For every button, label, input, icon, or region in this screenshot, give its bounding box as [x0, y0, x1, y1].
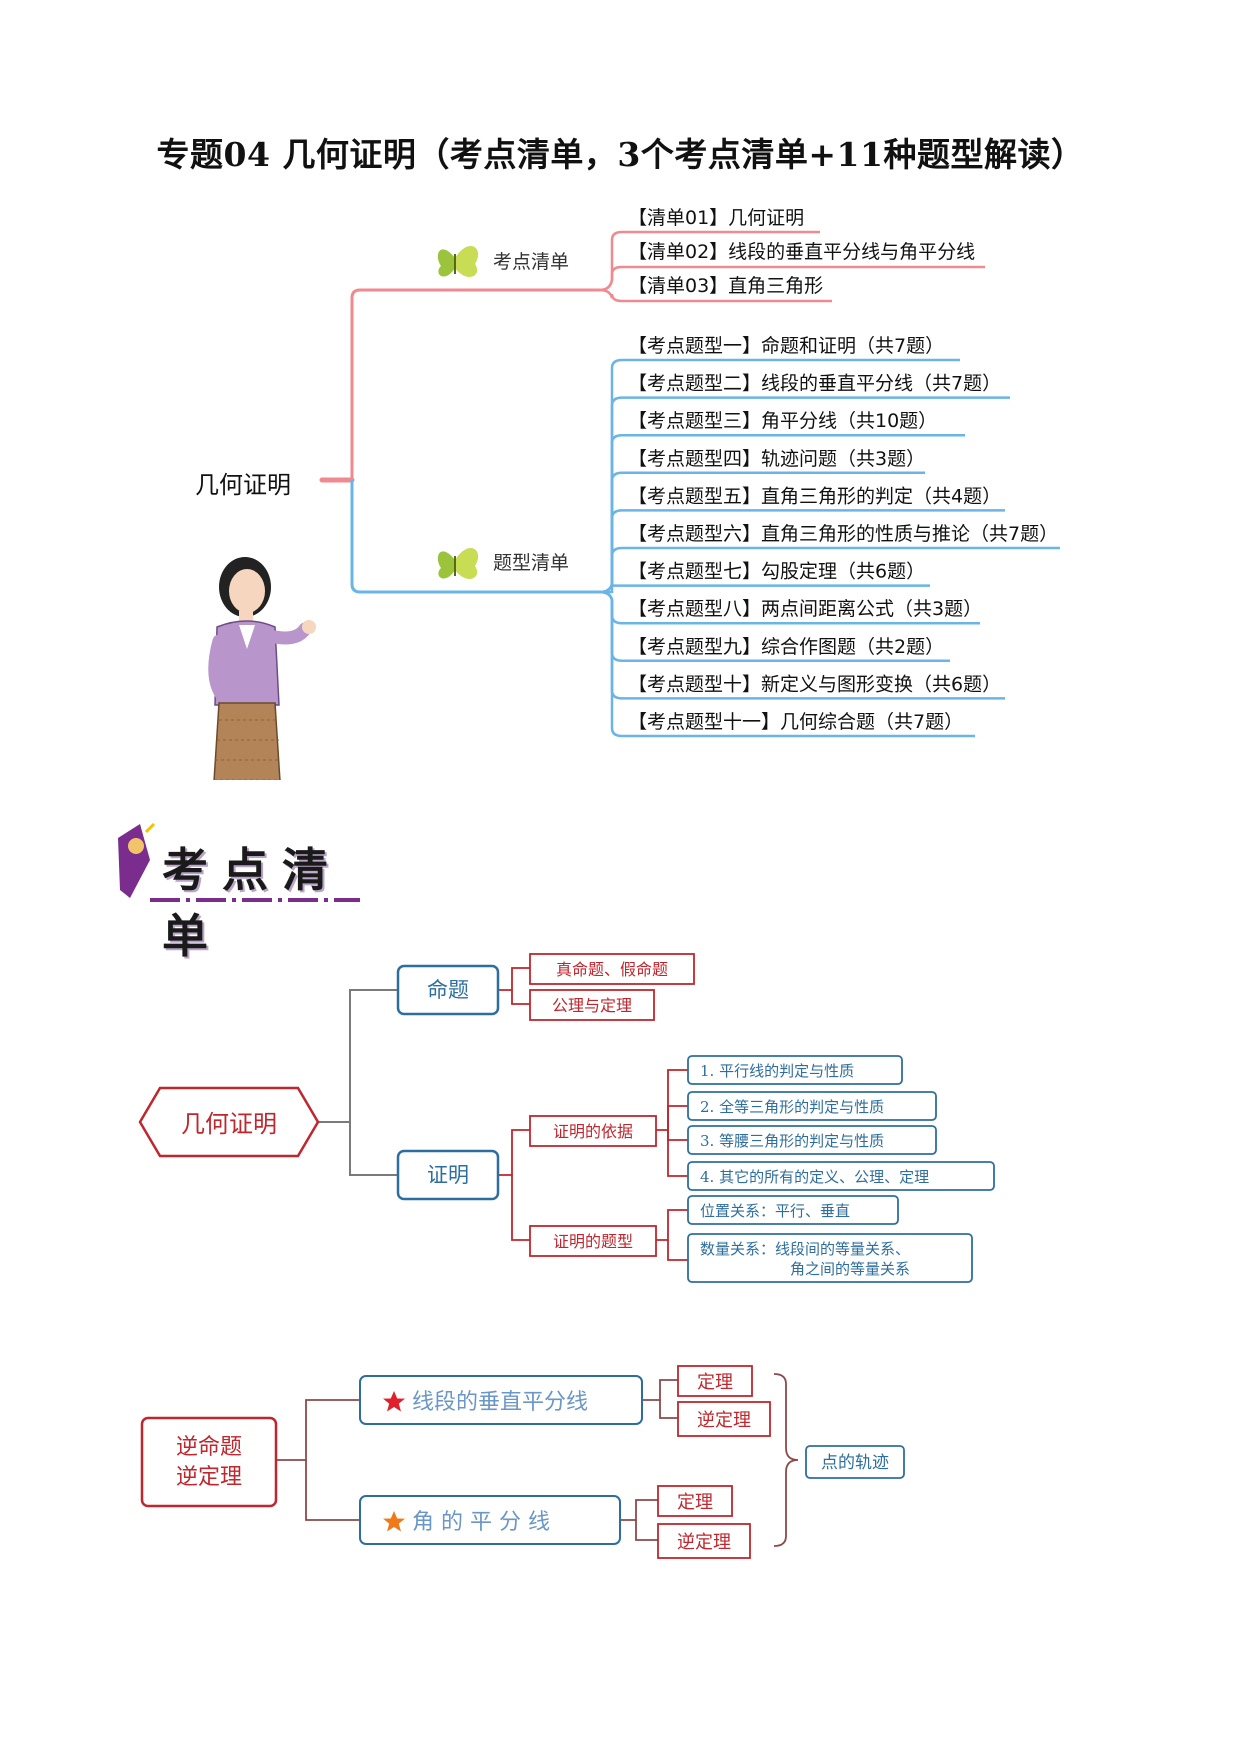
- star-icon: [383, 1391, 405, 1412]
- mindmap3-root-line2: 逆定理: [176, 1465, 242, 1490]
- leaf-node: 4. 其它的所有的定义、公理、定理: [700, 1168, 929, 1186]
- question-type-item: 【考点题型十一】几何综合题（共7题）: [628, 711, 963, 733]
- question-type-item: 【考点题型八】两点间距离公式（共3题）: [628, 598, 982, 620]
- list-item: 【清单02】线段的垂直平分线与角平分线: [628, 241, 975, 263]
- mindmap2-root: 几何证明: [181, 1110, 277, 1138]
- mindmap1-root: 几何证明: [195, 471, 291, 499]
- theorem-node: 定理: [677, 1492, 713, 1513]
- branch-angle-bisector: 角 的 平 分 线: [412, 1510, 550, 1535]
- node-mingti: 命题: [427, 978, 469, 1002]
- branch-perpendicular-bisector: 线段的垂直平分线: [412, 1390, 588, 1415]
- question-type-item: 【考点题型四】轨迹问题（共3题）: [628, 448, 925, 470]
- node-tixing: 证明的题型: [553, 1232, 633, 1251]
- leaf-node: 角之间的等量关系: [790, 1260, 910, 1278]
- leaf-node: 1. 平行线的判定与性质: [700, 1062, 854, 1080]
- branch-line: [600, 584, 930, 594]
- leaf-node: 位置关系：平行、垂直: [700, 1202, 850, 1220]
- question-type-item: 【考点题型七】勾股定理（共6题）: [628, 561, 925, 583]
- node-yiju: 证明的依据: [553, 1122, 633, 1141]
- branch-line: [599, 590, 975, 738]
- locus-node: 点的轨迹: [821, 1453, 889, 1473]
- converse-theorem-node: 逆定理: [697, 1410, 751, 1431]
- converse-mindmap: 逆命题 逆定理 线段的垂直平分线 定理 逆定理 角 的 平 分 线 定理 逆定理…: [140, 1365, 905, 1559]
- question-type-item: 【考点题型二】线段的垂直平分线（共7题）: [628, 373, 1001, 395]
- leaf-node: 数量关系：线段间的等量关系、: [700, 1240, 910, 1258]
- mindmap3-root-line1: 逆命题: [176, 1435, 242, 1460]
- star-icon: [383, 1511, 405, 1532]
- list-item: 【清单01】几何证明: [628, 207, 804, 229]
- converse-theorem-node: 逆定理: [677, 1532, 731, 1553]
- butterfly-icon: [437, 245, 479, 277]
- branch-question-types: 题型清单: [493, 552, 569, 574]
- leaf-node: 2. 全等三角形的判定与性质: [700, 1098, 884, 1116]
- branch-line: [599, 358, 960, 594]
- question-type-item: 【考点题型五】直角三角形的判定（共4题）: [628, 485, 1001, 507]
- branch-exam-points: 考点清单: [493, 251, 569, 273]
- leaf-node: 真命题、假命题: [556, 960, 668, 979]
- section-heading-text: 考点清单: [162, 843, 342, 963]
- node-zhengming: 证明: [427, 1163, 469, 1187]
- leaf-node: 3. 等腰三角形的判定与性质: [700, 1132, 884, 1150]
- wizard-icon: [118, 822, 360, 902]
- list-item: 【清单03】直角三角形: [628, 275, 823, 297]
- theorem-node: 定理: [697, 1372, 733, 1393]
- proof-mindmap: 几何证明 命题 真命题、假命题 公理与定理 证明 证明的依据 证明的题型 1. …: [138, 953, 995, 1283]
- teacher-illustration: [208, 557, 316, 780]
- document-title: 专题04 几何证明（考点清单，3个考点清单+11种题型解读）: [156, 135, 1085, 174]
- section-heading: 考点清单: [110, 820, 370, 963]
- overview-mindmap: 几何证明 考点清单 题型清单 【清单01】几何证明 【清单02】线段的垂直平分线…: [195, 207, 1060, 780]
- butterfly-icon: [437, 547, 479, 579]
- question-type-item: 【考点题型三】角平分线（共10题）: [628, 410, 937, 432]
- question-type-item: 【考点题型六】直角三角形的性质与推论（共7题）: [628, 523, 1058, 545]
- question-type-item: 【考点题型十】新定义与图形变换（共6题）: [628, 673, 1001, 695]
- leaf-node: 公理与定理: [552, 996, 632, 1015]
- question-type-item: 【考点题型一】命题和证明（共7题）: [628, 335, 944, 357]
- question-type-item: 【考点题型九】综合作图题（共2题）: [628, 636, 944, 658]
